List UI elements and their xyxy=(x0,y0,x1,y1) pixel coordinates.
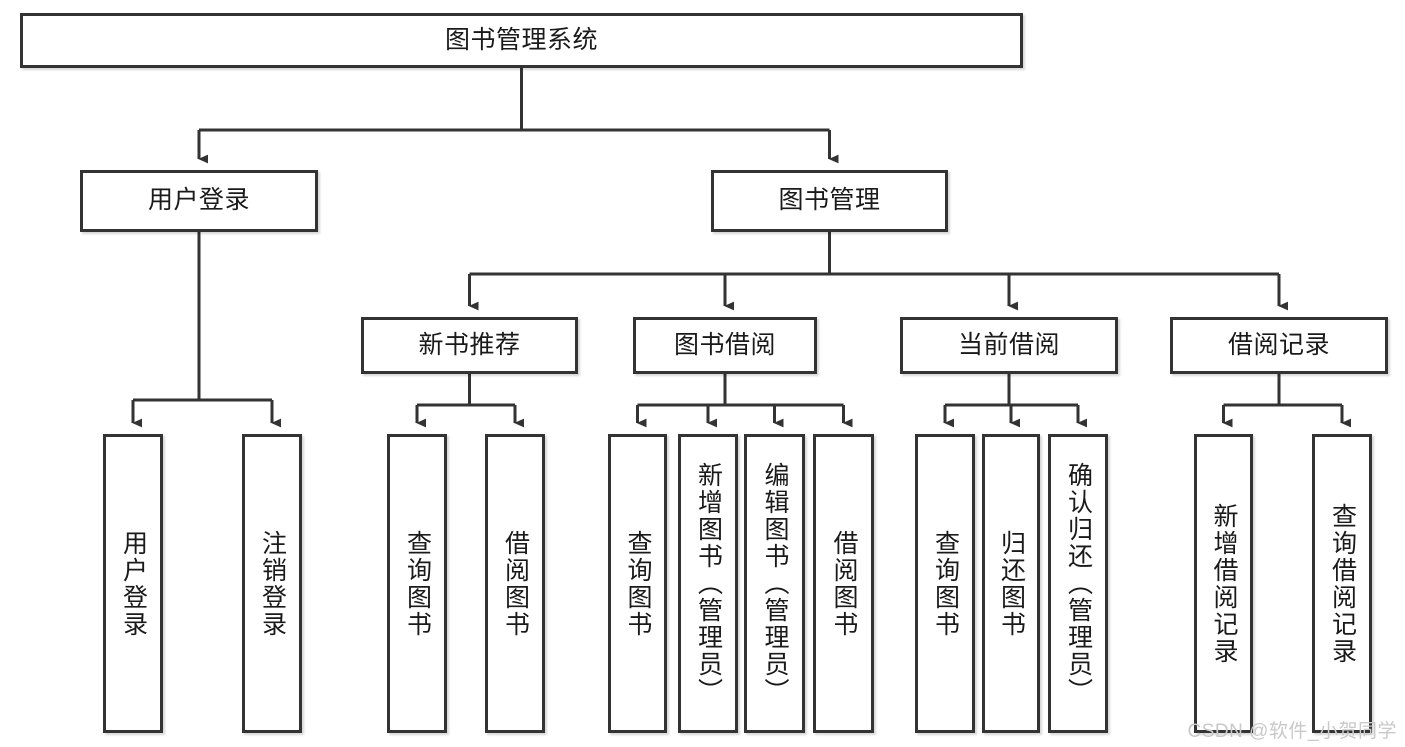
node-label: 图书借阅 xyxy=(673,330,776,359)
node-current-borrow[interactable]: 当前借阅 xyxy=(900,317,1118,374)
node-label: 图书管理系统 xyxy=(444,25,598,54)
node-label: 编辑图书（管理员） xyxy=(761,462,789,705)
node-leaf-query-book-rec[interactable]: 查询图书 xyxy=(387,434,447,733)
node-label: 图书管理 xyxy=(778,186,881,215)
node-book-manage[interactable]: 图书管理 xyxy=(711,170,948,232)
node-new-book-rec[interactable]: 新书推荐 xyxy=(361,317,578,374)
node-leaf-edit-book[interactable]: 编辑图书（管理员） xyxy=(744,434,805,733)
node-leaf-return-book[interactable]: 归还图书 xyxy=(982,434,1040,733)
node-leaf-query-record[interactable]: 查询借阅记录 xyxy=(1312,434,1372,733)
node-leaf-confirm-return[interactable]: 确认归还（管理员） xyxy=(1048,434,1108,733)
node-label: 查询图书 xyxy=(624,529,652,638)
node-label: 查询图书 xyxy=(931,529,960,638)
node-label: 查询图书 xyxy=(403,529,432,638)
node-book-borrow[interactable]: 图书借阅 xyxy=(633,317,817,374)
node-leaf-user-login[interactable]: 用户登录 xyxy=(103,434,163,733)
node-leaf-query-book[interactable]: 查询图书 xyxy=(608,434,667,733)
node-leaf-borrow-book-rec[interactable]: 借阅图书 xyxy=(485,434,545,733)
node-user-login[interactable]: 用户登录 xyxy=(80,170,318,232)
node-label: 借阅记录 xyxy=(1227,330,1330,359)
node-label: 确认归还（管理员） xyxy=(1064,462,1093,705)
node-label: 归还图书 xyxy=(997,529,1026,638)
node-borrow-record[interactable]: 借阅记录 xyxy=(1170,317,1388,374)
node-leaf-borrow-book[interactable]: 借阅图书 xyxy=(813,434,874,733)
watermark-text: CSDN @软件_小贺同学 xyxy=(1187,721,1397,742)
node-label: 新书推荐 xyxy=(418,330,521,359)
node-label: 查询借阅记录 xyxy=(1328,502,1357,665)
node-label: 新增借阅记录 xyxy=(1210,502,1238,665)
node-label: 用户登录 xyxy=(119,529,148,638)
node-label: 注销登录 xyxy=(258,529,287,638)
node-leaf-add-record[interactable]: 新增借阅记录 xyxy=(1194,434,1253,733)
node-label: 借阅图书 xyxy=(501,529,530,638)
node-leaf-query-book-cur[interactable]: 查询图书 xyxy=(915,434,975,733)
node-label: 新增图书（管理员） xyxy=(694,462,723,705)
node-label: 当前借阅 xyxy=(957,330,1060,359)
node-label: 用户登录 xyxy=(147,186,250,215)
node-leaf-add-book[interactable]: 新增图书（管理员） xyxy=(678,434,738,733)
node-root[interactable]: 图书管理系统 xyxy=(20,13,1023,68)
node-leaf-logout[interactable]: 注销登录 xyxy=(242,434,302,733)
node-label: 借阅图书 xyxy=(830,529,858,638)
